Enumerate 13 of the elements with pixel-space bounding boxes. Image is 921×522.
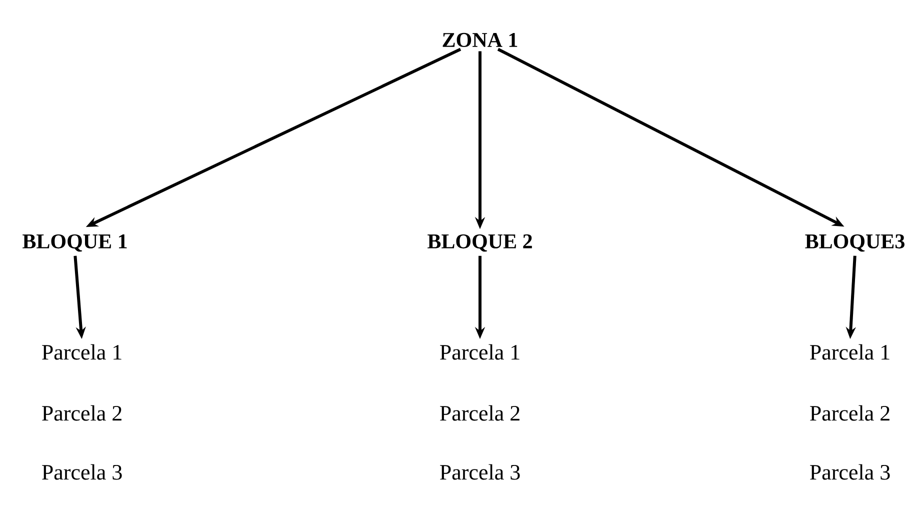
list-item-text: Parcela 2 <box>810 405 890 421</box>
list-item-text: Parcela 3 <box>440 464 520 480</box>
list-item-text: Parcela 2 <box>42 405 122 421</box>
heading-text: BLOQUE3 <box>805 234 904 252</box>
heading-text: BLOQUE 1 <box>22 234 127 252</box>
list-item-text: Parcela 2 <box>440 405 520 421</box>
list-item-text: Parcela 3 <box>810 464 890 480</box>
list-item-text: Parcela 3 <box>42 464 122 480</box>
list-item-text: Parcela 1 <box>440 344 520 360</box>
list-item-text: Parcela 1 <box>42 344 122 360</box>
heading-text: BLOQUE 2 <box>428 234 532 252</box>
list-item-text: Parcela 1 <box>810 344 890 360</box>
heading-text: ZONA 1 <box>442 32 518 48</box>
